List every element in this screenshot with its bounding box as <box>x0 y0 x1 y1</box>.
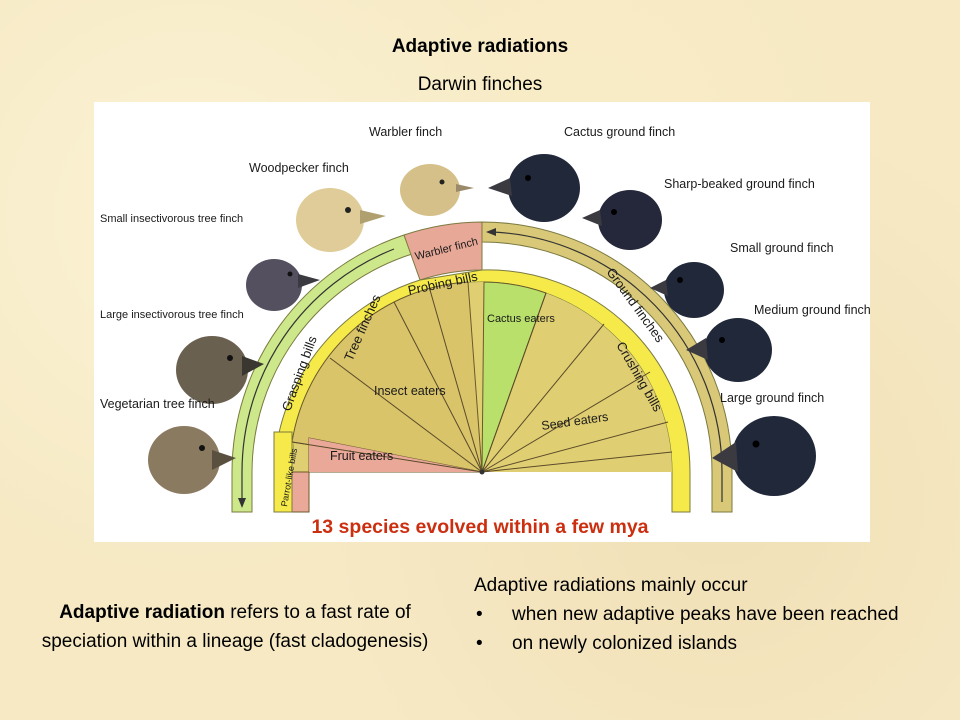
finch-diagram: Tree finches Ground finches Warbler finc… <box>94 102 870 542</box>
bird-label-vegetarian: Vegetarian tree finch <box>100 397 215 411</box>
insect-eaters-label: Insect eaters <box>374 384 446 398</box>
ground-finches-band <box>481 221 733 513</box>
occur-item-text: on newly colonized islands <box>512 633 737 654</box>
occur-heading: Adaptive radiations mainly occur <box>474 575 748 596</box>
cactus-ground-finch-head-icon <box>488 154 580 222</box>
fruit-eaters-label: Fruit eaters <box>330 449 393 463</box>
insect-eaters-sector <box>291 281 483 473</box>
bird-label-woodpecker: Woodpecker finch <box>249 161 349 175</box>
medium-ground-finch-head-icon <box>686 318 772 382</box>
occur-item: • on newly colonized islands <box>474 629 944 658</box>
slide-subtitle: Darwin finches <box>417 74 543 95</box>
vegetarian-finch-head-icon <box>148 426 236 494</box>
bird-label-medium-ground: Medium ground finch <box>754 303 870 317</box>
small-ground-finch-head-icon <box>650 262 724 318</box>
bullet-icon: • <box>476 604 483 625</box>
bird-label-cactus-ground: Cactus ground finch <box>564 125 675 139</box>
species-highlight: 13 species evolved within a few mya <box>311 516 649 538</box>
occur-item: • when new adaptive peaks have been reach… <box>474 600 944 629</box>
definition-text: Adaptive radiation refers to a fast rate… <box>20 598 450 656</box>
cactus-eaters-label: Cactus eaters <box>487 313 555 325</box>
woodpecker-finch-head-icon <box>296 188 386 252</box>
occur-section: Adaptive radiations mainly occur • when n… <box>474 571 944 658</box>
slide-title: Adaptive radiations <box>391 36 569 57</box>
occur-list: • when new adaptive peaks have been reach… <box>474 600 944 658</box>
large-ground-finch-head-icon <box>712 416 816 496</box>
large-insectivorous-finch-head-icon <box>176 336 264 404</box>
bird-label-sharp-beaked: Sharp-beaked ground finch <box>664 177 815 191</box>
bird-label-large-ground: Large ground finch <box>720 391 824 405</box>
warbler-finch-head-icon <box>400 164 474 216</box>
bullet-icon: • <box>476 633 483 654</box>
sharp-beaked-finch-head-icon <box>582 190 662 250</box>
definition-rest: refers to a fast rate of speciation with… <box>41 602 429 652</box>
bird-label-large-insectivorous: Large insectivorous tree finch <box>100 309 244 321</box>
warbler-band <box>403 221 483 281</box>
bird-label-small-ground: Small ground finch <box>730 241 834 255</box>
parrot-bill-box <box>273 431 293 513</box>
bird-label-small-insectivorous: Small insectivorous tree finch <box>100 213 243 225</box>
definition-term: Adaptive radiation <box>59 602 225 623</box>
small-insectivorous-finch-head-icon <box>246 259 320 311</box>
bird-label-warbler: Warbler finch <box>369 125 442 139</box>
occur-item-text: when new adaptive peaks have been reache… <box>512 604 899 625</box>
